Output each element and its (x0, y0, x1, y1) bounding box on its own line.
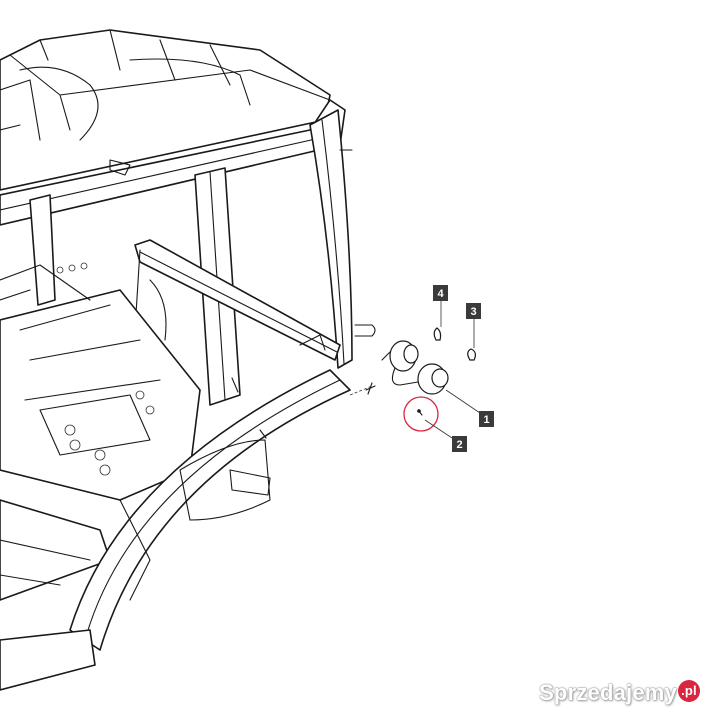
watermark-dot: .pl (678, 680, 700, 702)
bulb-4 (433, 327, 442, 341)
lamp-lower (417, 363, 449, 395)
callout-2: 2 (452, 436, 467, 452)
lamp-upper (381, 340, 419, 372)
svg-text:1: 1 (483, 414, 489, 426)
svg-text:3: 3 (470, 306, 476, 318)
work-lamp-assembly (349, 327, 477, 432)
callout-4: 4 (433, 285, 448, 301)
leader-lines (424, 301, 481, 439)
highlight-circle (403, 396, 439, 432)
svg-text:4: 4 (437, 288, 444, 300)
screw (417, 409, 423, 416)
svg-text:2: 2 (456, 439, 462, 451)
watermark-text: Sprzedajemy (539, 680, 677, 705)
cab-frame (0, 29, 376, 691)
callout-1: 1 (479, 411, 494, 427)
watermark: Sprzedajemy.pl (539, 680, 700, 706)
callout-3: 3 (466, 303, 481, 319)
bulb-3 (467, 348, 477, 361)
